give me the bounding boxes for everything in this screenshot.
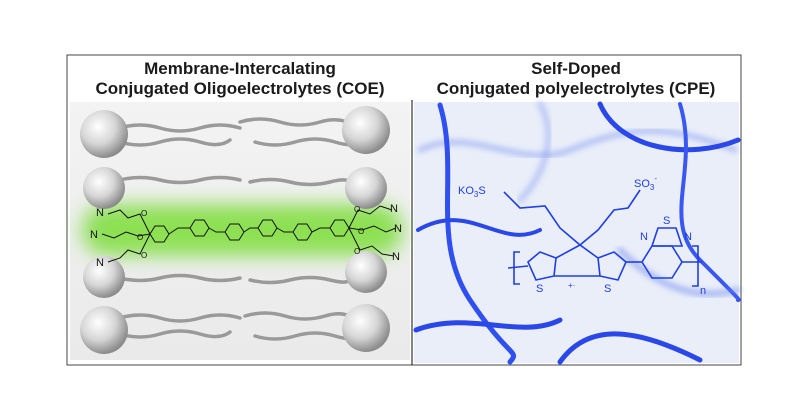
oxygen-label: O <box>141 209 147 218</box>
left-title-line1: Membrane-Intercalating <box>144 59 336 78</box>
lipid-tail <box>118 329 232 339</box>
lipid-head-bead <box>83 256 125 298</box>
thiophene-sulfur-label: S <box>604 283 611 295</box>
thiophene-ring <box>527 251 557 281</box>
ammonium-label: N <box>392 251 400 263</box>
lipid-tails <box>118 117 357 341</box>
thiadiazole-ring <box>650 227 684 247</box>
oxygen-label: O <box>354 247 360 256</box>
repeat-bracket-right <box>692 245 699 287</box>
alkyl-chain <box>348 225 397 233</box>
vinylene-link <box>208 227 225 233</box>
ammonium-label: N <box>96 257 104 269</box>
oxygen-label: O <box>137 233 143 242</box>
alkyl-chain <box>348 227 395 257</box>
vinylene-link <box>168 227 190 235</box>
polymer-fiber <box>413 317 563 333</box>
coe-atom-labels: N N N N N N O O O O O O <box>90 203 402 269</box>
lipid-head-bead <box>80 110 128 158</box>
lipid-tail <box>118 313 242 323</box>
vinylene-link <box>276 227 293 233</box>
sulfonate-chain <box>503 191 581 246</box>
right-title-line2: Conjugated polyelectrolytes (CPE) <box>437 79 716 98</box>
lipid-tail <box>248 275 352 285</box>
ammonium-label: N <box>394 223 402 235</box>
oxygen-label: O <box>141 251 147 260</box>
lipid-tail <box>243 311 357 322</box>
sulfonate-label: SO3- <box>634 174 657 192</box>
polymer-fiber <box>597 101 741 153</box>
lipid-tail <box>118 175 242 185</box>
ammonium-label: N <box>96 207 104 219</box>
figure-frame <box>66 54 742 366</box>
radical-cation-label: +· <box>568 281 575 290</box>
coe-membrane-panel: N N N N N N O O O O O O <box>70 102 410 360</box>
thiophene-sulfur-label: S <box>536 283 543 295</box>
lipid-tail <box>248 177 352 187</box>
alkyl-chain <box>107 209 151 235</box>
coe-glow-core <box>100 215 390 245</box>
thiadiazole-sulfur-label: S <box>663 215 670 227</box>
thiadiazole-nitrogen-label: N <box>684 231 692 243</box>
right-title-line1: Self-Doped <box>531 59 621 78</box>
polymer-fiber <box>517 101 552 203</box>
oxygen-label: O <box>358 227 364 236</box>
repeat-bracket-left <box>513 251 520 285</box>
sulfonate-chain <box>579 189 641 246</box>
polymer-fibers <box>413 101 741 365</box>
cpe-panel: KO3S SO3- S S +· S N N n <box>413 101 741 365</box>
cpe-molecule <box>503 189 702 287</box>
thiadiazole-nitrogen-label: N <box>640 231 648 243</box>
lipid-tail <box>118 123 242 133</box>
polymer-fiber <box>678 102 741 302</box>
lipid-head-bead <box>80 306 128 354</box>
ammonium-label: N <box>90 229 98 241</box>
ammonium-label: N <box>390 203 398 215</box>
repeat-start-bond <box>507 265 529 269</box>
vinylene-link <box>311 227 330 233</box>
lipid-head-bead <box>345 167 387 209</box>
alkyl-chain <box>348 205 393 229</box>
lipid-heads <box>80 106 390 354</box>
alkyl-chain <box>101 231 151 239</box>
lipid-head-bead <box>342 304 390 352</box>
lipid-head-bead <box>345 251 387 293</box>
lipid-tail <box>118 137 232 147</box>
thiophene-ring <box>597 251 627 281</box>
vinylene-link <box>243 227 258 233</box>
bridge-bond <box>555 244 599 259</box>
cpe-atom-labels: KO3S SO3- S S +· S N N n <box>458 174 706 297</box>
lipid-tail <box>238 117 357 128</box>
repeat-unit-n: n <box>700 285 706 297</box>
polymer-fiber <box>416 218 542 237</box>
oxygen-label: O <box>354 205 360 214</box>
lipid-head-bead <box>342 106 390 154</box>
lipid-head-bead <box>83 167 125 209</box>
left-title-line2: Conjugated Oligoelectrolytes (COE) <box>95 79 384 98</box>
polymer-fiber <box>437 102 517 365</box>
polymer-fiber <box>557 331 703 365</box>
potassium-sulfonate-label: KO3S <box>458 185 486 199</box>
coe-molecule <box>101 205 397 263</box>
lipid-tail <box>118 273 242 283</box>
polymer-fiber <box>417 128 738 158</box>
alkyl-chain <box>107 233 151 263</box>
